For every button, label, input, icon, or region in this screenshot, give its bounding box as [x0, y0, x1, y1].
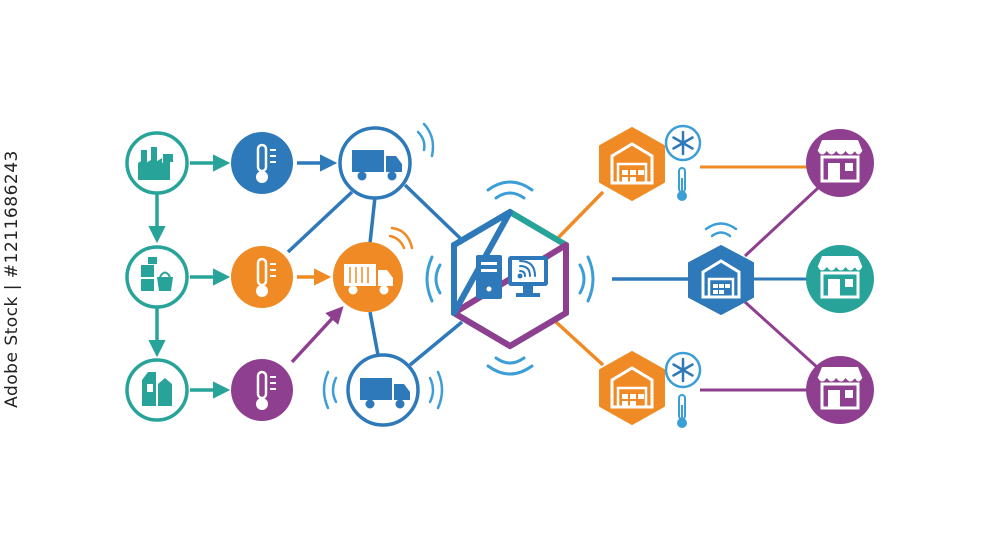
node-store-middle	[806, 245, 874, 313]
line-truck1-hub	[403, 183, 464, 242]
snowflake-badge	[664, 124, 702, 162]
line-hub-warehouse3	[554, 320, 605, 367]
refrigerated-truck-icon	[344, 264, 393, 295]
warehouse-icon	[701, 259, 741, 299]
node-packages	[125, 245, 189, 309]
store-icon	[817, 140, 863, 183]
node-truck-middle	[333, 226, 414, 312]
snowflake-icon	[672, 357, 694, 383]
cold-warehouse-icon	[610, 366, 654, 409]
wifi-signal-bottom-icon	[486, 356, 534, 376]
snowflake-icon	[672, 130, 694, 156]
wifi-signal-right-icon	[578, 255, 595, 303]
line-truck3-hub	[408, 320, 464, 367]
node-factory	[125, 131, 189, 195]
thermometer-icon	[256, 143, 276, 183]
thermometer-small-icon	[677, 394, 687, 428]
arrow-thermo3-truck2	[290, 306, 344, 364]
node-thermo-purple	[231, 359, 293, 421]
line-truck2-truck3	[368, 311, 380, 356]
truck-icon	[352, 150, 402, 181]
wifi-signal-icon	[704, 222, 738, 238]
computer-icon	[476, 255, 548, 299]
node-warehouse-middle	[688, 222, 754, 315]
packages-icon	[141, 257, 173, 291]
node-truck-top	[338, 122, 435, 200]
line-warehouse2-store1	[743, 186, 820, 258]
node-store-top	[806, 129, 874, 197]
store-icon	[817, 367, 863, 410]
wifi-signal-right-icon	[428, 370, 444, 410]
truck-icon	[360, 378, 410, 409]
node-warehouse-top	[599, 124, 702, 201]
node-store-bottom	[806, 356, 874, 424]
wifi-signal-left-icon	[425, 255, 442, 303]
node-thermo-blue	[231, 132, 293, 194]
store-icon	[817, 256, 863, 299]
cold-warehouse-icon	[610, 142, 654, 185]
thermometer-icon	[256, 370, 276, 410]
stock-id-text: Adobe Stock | #1211686243	[2, 150, 22, 408]
wifi-signal-icon	[388, 226, 414, 250]
line-hub-warehouse1	[554, 190, 605, 242]
node-truck-bottom	[322, 353, 444, 427]
wifi-signal-icon	[416, 122, 435, 158]
node-warehouse-bottom	[599, 351, 702, 428]
line-warehouse2-store3	[743, 300, 820, 370]
node-hub	[425, 180, 595, 376]
thermometer-icon	[256, 257, 276, 297]
milk-carton-icon	[142, 372, 172, 406]
wifi-signal-top-icon	[486, 180, 534, 200]
line-thermo2-truck1	[286, 190, 354, 254]
line-truck1-truck2	[368, 196, 377, 244]
connectors	[148, 154, 820, 399]
snowflake-badge	[664, 351, 702, 389]
node-milk	[125, 358, 189, 422]
thermometer-small-icon	[677, 167, 687, 201]
wifi-signal-left-icon	[322, 370, 338, 410]
factory-icon	[138, 147, 173, 180]
node-thermo-orange	[231, 246, 293, 308]
